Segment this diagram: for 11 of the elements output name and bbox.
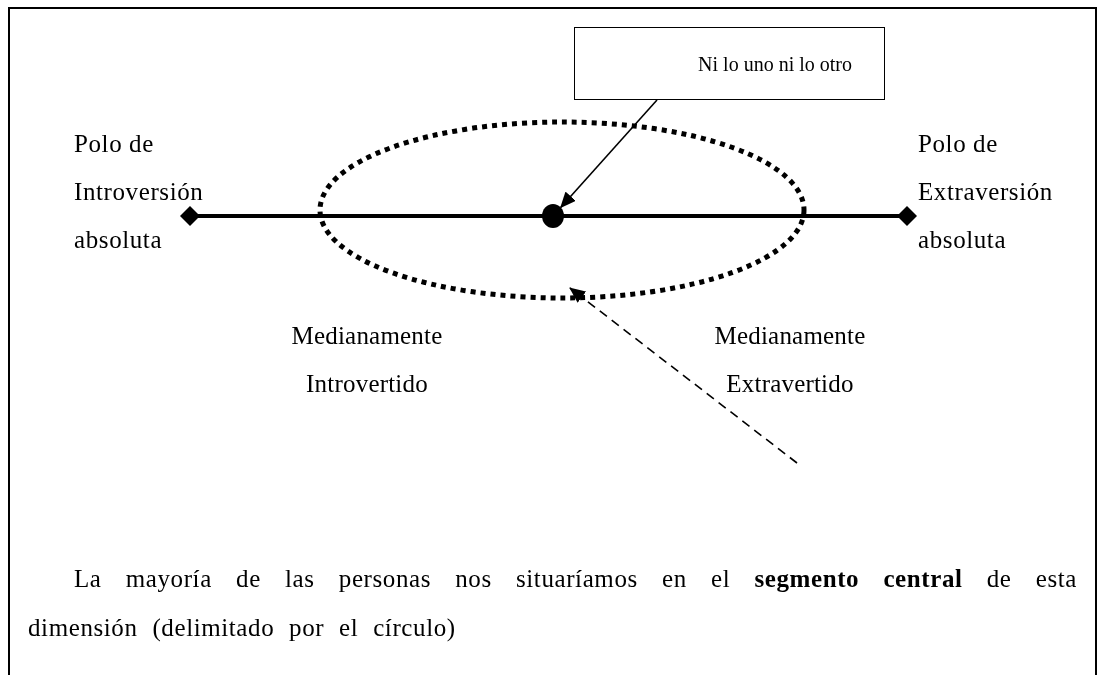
arrow xyxy=(559,99,658,209)
pole-label: Polo de Extraversión absoluta xyxy=(918,129,1054,255)
pole-label: Polo de Introversión absoluta xyxy=(74,129,205,255)
dashed-arrow xyxy=(569,287,798,464)
segment-label: Medianamente Extravertido xyxy=(713,321,867,399)
segment-label: Medianamente Introvertido xyxy=(290,321,444,399)
callout-box xyxy=(574,27,885,100)
caption-paragraph: La mayoría de las personas nos situaríamos en el segmento central de esta dimensión (delimitado por el círculo) xyxy=(28,564,1077,644)
dotted-ellipse xyxy=(317,119,807,301)
callout-text: Ni lo uno ni lo otro xyxy=(698,51,852,76)
center-dot xyxy=(542,204,564,228)
